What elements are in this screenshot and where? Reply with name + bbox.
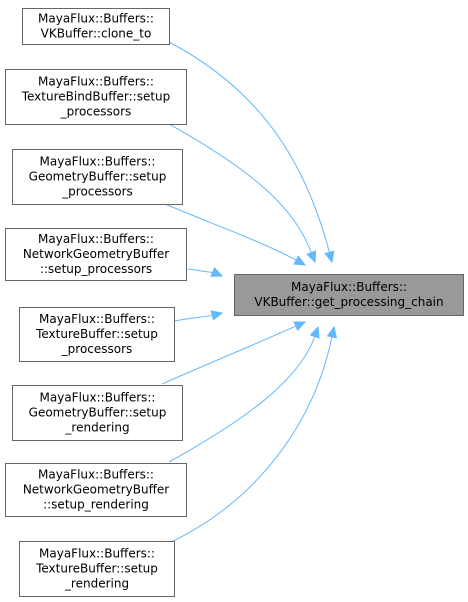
edge-line: [161, 325, 297, 385]
edge-line: [164, 203, 298, 262]
node-box: [5, 228, 187, 281]
caller-node-clone-to[interactable]: MayaFlux::Buffers::VKBuffer::clone_to: [22, 8, 170, 45]
caller-node-geometry-setup-processors[interactable]: MayaFlux::Buffers::GeometryBuffer::setup…: [12, 149, 183, 205]
node-label-line: NetworkGeometryBuffer: [23, 483, 169, 497]
edge-line: [187, 268, 215, 274]
call-nodes: MayaFlux::Buffers::VKBuffer::clone_toMay…: [5, 8, 464, 597]
arrowhead-icon: [306, 250, 317, 264]
node-box: [5, 69, 187, 125]
edge-line: [168, 123, 313, 254]
node-label-line: MayaFlux::Buffers::: [40, 155, 156, 169]
node-label-line: VKBuffer::get_processing_chain: [254, 295, 443, 309]
node-box: [22, 8, 170, 45]
call-edges: [161, 41, 338, 544]
arrowhead-icon: [210, 267, 224, 277]
node-label-line: ::setup_rendering: [43, 498, 149, 512]
node-label-line: ::setup_processors: [40, 262, 152, 276]
caller-node-geometry-setup-rendering[interactable]: MayaFlux::Buffers::GeometryBuffer::setup…: [12, 385, 183, 441]
node-label-line: MayaFlux::Buffers::: [291, 280, 407, 294]
node-box: [19, 541, 175, 597]
target-node-get-processing-chain[interactable]: MayaFlux::Buffers::VKBuffer::get_process…: [234, 274, 464, 316]
node-label-line: MayaFlux::Buffers::: [40, 391, 156, 405]
call-edge-network-geometry-setup-rendering: [168, 325, 320, 463]
node-label-line: _processors: [61, 342, 133, 356]
node-box: [12, 149, 183, 205]
node-box: [5, 463, 187, 517]
call-edge-texture-setup-rendering: [168, 325, 338, 544]
edge-line: [168, 335, 333, 544]
node-label-line: _rendering: [64, 421, 129, 435]
node-label-line: _processors: [60, 105, 132, 119]
node-label-line: GeometryBuffer::setup: [29, 406, 167, 420]
arrowhead-icon: [324, 250, 335, 264]
node-label-line: TextureBuffer::setup: [35, 562, 158, 576]
caller-node-network-geometry-setup-processors[interactable]: MayaFlux::Buffers::NetworkGeometryBuffer…: [5, 228, 187, 281]
node-label-line: MayaFlux::Buffers::: [38, 12, 154, 26]
edge-line: [173, 314, 214, 322]
call-edge-clone-to: [168, 41, 335, 264]
node-label-line: _processors: [61, 185, 133, 199]
call-edge-texture-setup-processors: [173, 310, 224, 322]
node-label-line: TextureBuffer::setup: [35, 327, 158, 341]
edge-line: [168, 335, 316, 463]
caller-node-texture-bind-setup-processors[interactable]: MayaFlux::Buffers::TextureBindBuffer::se…: [5, 69, 187, 125]
call-edge-network-geometry-setup-processors: [187, 267, 224, 277]
caller-node-texture-setup-processors[interactable]: MayaFlux::Buffers::TextureBuffer::setup_…: [19, 307, 175, 362]
arrowhead-icon: [309, 325, 320, 339]
arrowhead-icon: [293, 255, 307, 266]
call-edge-geometry-setup-processors: [164, 203, 307, 266]
caller-node-network-geometry-setup-rendering[interactable]: MayaFlux::Buffers::NetworkGeometryBuffer…: [5, 463, 187, 517]
node-box: [234, 274, 464, 316]
node-label-line: MayaFlux::Buffers::: [38, 468, 154, 482]
node-label-line: NetworkGeometryBuffer: [23, 247, 169, 261]
node-label-line: MayaFlux::Buffers::: [39, 312, 155, 326]
call-edge-texture-bind-setup-processors: [168, 123, 317, 264]
node-box: [12, 385, 183, 441]
arrowhead-icon: [293, 321, 307, 332]
arrowhead-icon: [210, 310, 224, 321]
node-label-line: MayaFlux::Buffers::: [38, 75, 154, 89]
node-label-line: MayaFlux::Buffers::: [39, 547, 155, 561]
node-label-line: VKBuffer::clone_to: [41, 27, 152, 41]
node-label-line: MayaFlux::Buffers::: [38, 232, 154, 246]
node-box: [19, 307, 175, 362]
arrowhead-icon: [326, 325, 338, 339]
call-edge-geometry-setup-rendering: [161, 321, 307, 385]
node-label-line: TextureBindBuffer::setup: [21, 90, 171, 104]
node-label-line: GeometryBuffer::setup: [29, 170, 167, 184]
caller-node-texture-setup-rendering[interactable]: MayaFlux::Buffers::TextureBuffer::setup_…: [19, 541, 175, 597]
node-label-line: _rendering: [64, 577, 129, 591]
edge-line: [168, 41, 331, 254]
